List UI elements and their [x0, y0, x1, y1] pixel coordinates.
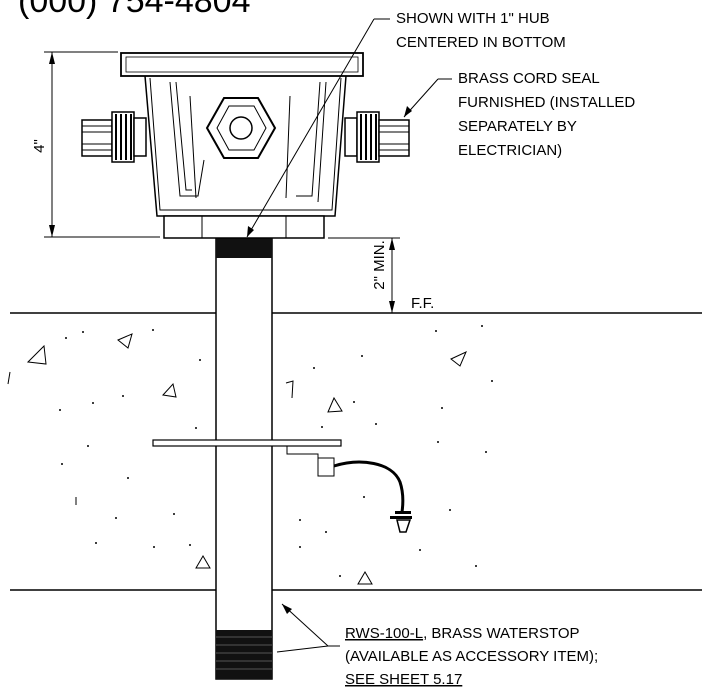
junction-box [120, 52, 364, 239]
waterstop-line1-rest: , BRASS WATERSTOP [423, 625, 579, 642]
callout-hub: SHOWN WITH 1" HUB CENTERED IN BOTTOM [246, 10, 566, 238]
left-cord-seal-icon [81, 111, 147, 163]
ground-clamp-icon [390, 511, 412, 533]
finished-floor-label: F.F. [411, 295, 434, 312]
conduit-pipe [215, 235, 273, 680]
waterstop-plate [152, 439, 405, 513]
dimension-box-height: 4" [31, 51, 160, 238]
cord-seal-line4: ELECTRICIAN) [458, 142, 562, 159]
pipe-threads [216, 630, 272, 679]
box-height-label: 4" [31, 139, 48, 153]
hub-callout-line1: SHOWN WITH 1" HUB [396, 10, 550, 27]
clearance-label: 2" MIN. [371, 240, 388, 290]
waterstop-line1: RWS-100-L, BRASS WATERSTOP [345, 625, 580, 642]
right-cord-seal-icon [344, 111, 410, 163]
waterstop-line3: SEE SHEET 5.17 [345, 671, 462, 688]
callout-cord-seal: BRASS CORD SEAL FURNISHED (INSTALLED SEP… [403, 70, 635, 159]
dimension-clearance: 2" MIN. [328, 237, 400, 313]
cord-seal-line3: SEPARATELY BY [458, 118, 577, 135]
waterstop-part-number: RWS-100-L [345, 625, 423, 642]
cord-seal-line1: BRASS CORD SEAL [458, 70, 600, 87]
cord-seal-line2: FURNISHED (INSTALLED [458, 94, 635, 111]
waterstop-line2: (AVAILABLE AS ACCESSORY ITEM); [345, 648, 598, 665]
header-phone-fragment: (000) 754-4804 [18, 0, 251, 20]
callout-waterstop: RWS-100-L, BRASS WATERSTOP (AVAILABLE AS… [276, 603, 598, 688]
concrete-slab [7, 312, 702, 591]
hub-callout-line2: CENTERED IN BOTTOM [396, 34, 566, 51]
